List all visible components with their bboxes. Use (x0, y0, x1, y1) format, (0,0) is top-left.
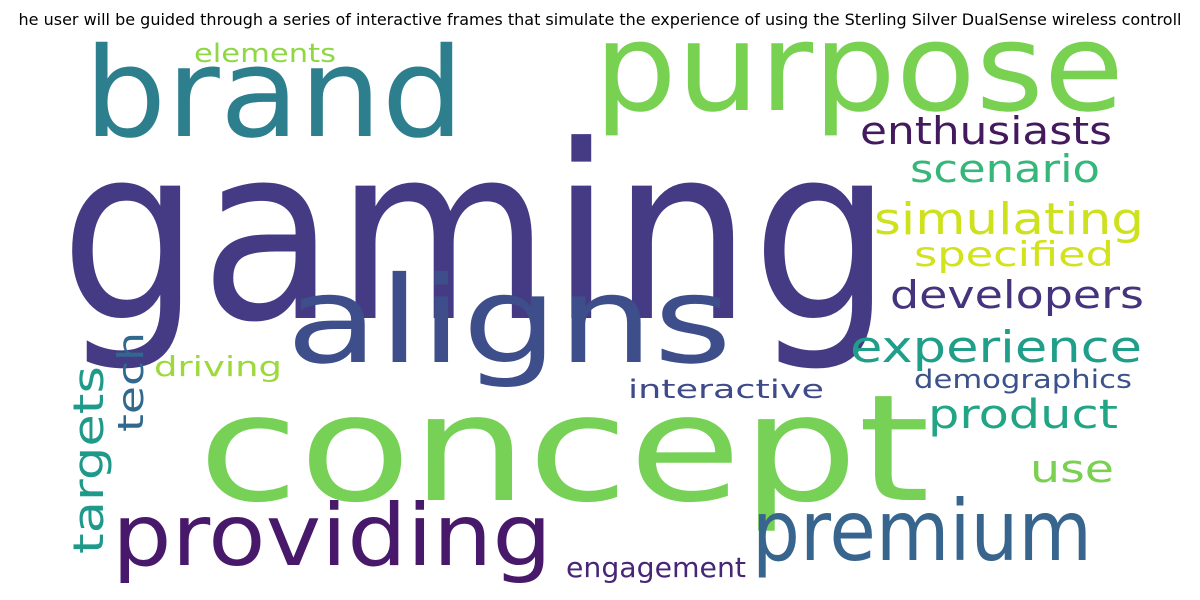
word-experience: experience (850, 322, 1142, 373)
word-product: product (928, 392, 1118, 438)
word-gaming: gaming (60, 94, 892, 376)
word-demographics: demographics (914, 365, 1132, 395)
word-developers: developers (890, 273, 1144, 317)
word-driving: driving (154, 350, 282, 383)
word-specified: specified (914, 235, 1114, 275)
word-enthusiasts: enthusiasts (860, 109, 1112, 153)
word-providing: providing (112, 486, 552, 586)
word-concept: concept (198, 363, 930, 535)
word-aligns: aligns (286, 252, 732, 391)
title: he user will be guided through a series … (18, 10, 1182, 29)
word-simulating: simulating (874, 194, 1144, 245)
word-purpose: purpose (594, 0, 1124, 139)
word-tech: tech (111, 332, 152, 432)
word-brand: brand (84, 22, 464, 166)
word-use: use (1030, 447, 1114, 491)
word-elements: elements (194, 39, 336, 69)
word-premium: premium (752, 482, 1092, 580)
word-engagement: engagement (566, 551, 746, 584)
word-scenario: scenario (910, 147, 1100, 191)
word-targets: targets (64, 366, 113, 554)
word-interactive: interactive (628, 375, 824, 405)
